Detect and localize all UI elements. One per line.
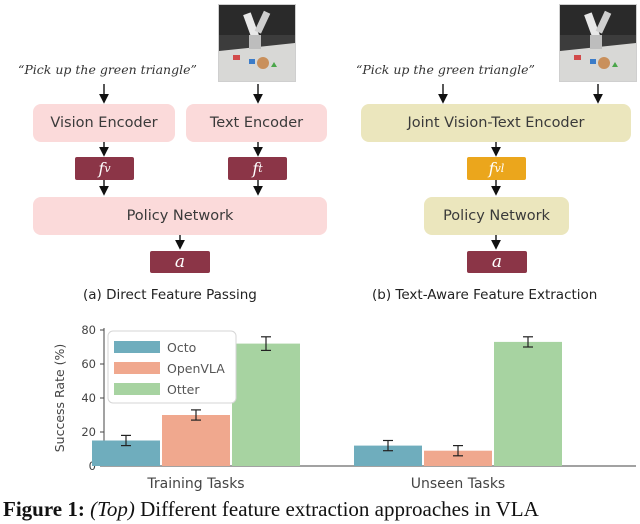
figure-caption-text: Different feature extraction approaches … <box>140 497 539 521</box>
figure-caption-tag: (Top) <box>90 497 135 521</box>
y-tick-label: 40 <box>81 391 96 405</box>
bar-otter-0 <box>232 343 300 466</box>
feature-fv-base: f <box>98 159 105 178</box>
diagram-arrows <box>99 84 603 250</box>
action-box-b: a <box>467 251 527 273</box>
feature-fv-sub: v <box>104 162 111 175</box>
feature-ft-base: f <box>252 159 259 178</box>
legend-swatch-otter <box>114 383 160 395</box>
x-category-label: Unseen Tasks <box>411 476 505 492</box>
figure-label: Figure 1: <box>3 497 85 521</box>
legend-label-octo: Octo <box>167 340 196 355</box>
legend-label-otter: Otter <box>167 382 200 397</box>
figure-caption: Figure 1: (Top) Different feature extrac… <box>3 497 539 522</box>
feature-fvl-sub: vl <box>494 162 505 175</box>
y-tick-label: 80 <box>81 323 96 337</box>
legend-label-openvla: OpenVLA <box>167 361 225 376</box>
robot-scene-image-b <box>559 4 637 82</box>
instruction-text-a: “Pick up the green triangle” <box>18 62 197 77</box>
x-category-label: Training Tasks <box>146 476 244 492</box>
instruction-text-b: “Pick up the green triangle” <box>356 62 535 77</box>
joint-encoder-box: Joint Vision-Text Encoder <box>361 104 631 142</box>
panel-b-caption: (b) Text-Aware Feature Extraction <box>372 287 598 303</box>
robot-scene-image-a <box>218 4 296 82</box>
bar-openvla-0 <box>162 415 230 466</box>
feature-fvl-base: f <box>488 159 495 178</box>
legend-swatch-octo <box>114 341 160 353</box>
success-rate-chart: 020406080Success Rate (%)Training TasksU… <box>52 323 636 492</box>
policy-network-box-b: Policy Network <box>424 197 569 235</box>
vision-encoder-box: Vision Encoder <box>33 104 175 142</box>
y-tick-label: 60 <box>81 357 96 371</box>
policy-network-box-a: Policy Network <box>33 197 327 235</box>
y-axis-label: Success Rate (%) <box>52 344 67 453</box>
bar-octo-1 <box>354 445 422 466</box>
bar-openvla-1 <box>424 450 492 466</box>
action-box-a: a <box>150 251 210 273</box>
feature-ft-sub: t <box>258 162 263 175</box>
legend-swatch-openvla <box>114 362 160 374</box>
text-encoder-box: Text Encoder <box>186 104 327 142</box>
panel-a-caption: (a) Direct Feature Passing <box>83 287 257 303</box>
y-tick-label: 20 <box>81 425 96 439</box>
bar-otter-1 <box>494 341 562 466</box>
